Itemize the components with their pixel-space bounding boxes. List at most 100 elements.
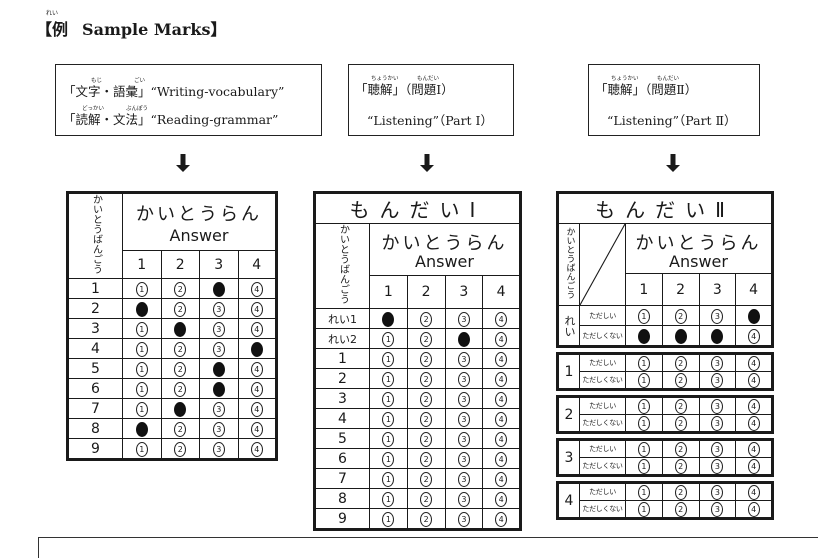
answer-bubble-1[interactable]: 1	[135, 402, 148, 417]
answer-bubble-3[interactable]: 3	[711, 309, 724, 324]
answer-bubble-4[interactable]: 4	[747, 329, 760, 344]
answer-bubble-1[interactable]: 1	[382, 492, 395, 507]
answer-bubble-2[interactable]: 2	[174, 342, 187, 357]
filled-bubble[interactable]: 4	[747, 309, 760, 324]
answer-bubble-2[interactable]: 2	[174, 362, 187, 377]
answer-bubble-4[interactable]: 4	[250, 282, 263, 297]
answer-bubble-2[interactable]: 2	[674, 459, 687, 474]
answer-bubble-1[interactable]: 1	[382, 372, 395, 387]
filled-bubble[interactable]: 2	[174, 402, 187, 417]
answer-bubble-3[interactable]: 3	[711, 356, 724, 371]
answer-bubble-4[interactable]: 4	[495, 432, 508, 447]
answer-bubble-2[interactable]: 2	[420, 312, 433, 327]
answer-bubble-2[interactable]: 2	[420, 412, 433, 427]
answer-bubble-1[interactable]: 1	[382, 452, 395, 467]
filled-bubble[interactable]: 1	[135, 422, 148, 437]
answer-bubble-3[interactable]: 3	[457, 512, 470, 527]
answer-bubble-3[interactable]: 3	[457, 312, 470, 327]
answer-bubble-3[interactable]: 3	[711, 459, 724, 474]
answer-bubble-1[interactable]: 1	[637, 459, 650, 474]
answer-bubble-2[interactable]: 2	[674, 485, 687, 500]
answer-bubble-3[interactable]: 3	[212, 402, 225, 417]
answer-bubble-3[interactable]: 3	[711, 373, 724, 388]
answer-bubble-3[interactable]: 3	[711, 502, 724, 517]
filled-bubble[interactable]: 4	[250, 342, 263, 357]
answer-bubble-3[interactable]: 3	[457, 432, 470, 447]
answer-bubble-1[interactable]: 1	[382, 352, 395, 367]
answer-bubble-3[interactable]: 3	[711, 416, 724, 431]
answer-bubble-4[interactable]: 4	[495, 412, 508, 427]
answer-bubble-4[interactable]: 4	[495, 312, 508, 327]
answer-bubble-2[interactable]: 2	[174, 422, 187, 437]
answer-bubble-2[interactable]: 2	[420, 372, 433, 387]
filled-bubble[interactable]: 3	[711, 329, 724, 344]
answer-bubble-3[interactable]: 3	[711, 399, 724, 414]
answer-bubble-4[interactable]: 4	[747, 373, 760, 388]
answer-bubble-3[interactable]: 3	[457, 492, 470, 507]
answer-bubble-4[interactable]: 4	[250, 442, 263, 457]
answer-bubble-3[interactable]: 3	[711, 485, 724, 500]
answer-bubble-4[interactable]: 4	[495, 512, 508, 527]
answer-bubble-3[interactable]: 3	[457, 452, 470, 467]
answer-bubble-1[interactable]: 1	[135, 282, 148, 297]
answer-bubble-4[interactable]: 4	[250, 322, 263, 337]
answer-bubble-4[interactable]: 4	[747, 459, 760, 474]
answer-bubble-1[interactable]: 1	[382, 472, 395, 487]
answer-bubble-1[interactable]: 1	[382, 512, 395, 527]
answer-bubble-2[interactable]: 2	[674, 309, 687, 324]
answer-bubble-4[interactable]: 4	[250, 382, 263, 397]
answer-bubble-1[interactable]: 1	[382, 332, 395, 347]
answer-bubble-2[interactable]: 2	[174, 282, 187, 297]
answer-bubble-1[interactable]: 1	[637, 416, 650, 431]
answer-bubble-2[interactable]: 2	[674, 399, 687, 414]
filled-bubble[interactable]: 3	[212, 362, 225, 377]
answer-bubble-4[interactable]: 4	[250, 402, 263, 417]
answer-bubble-4[interactable]: 4	[747, 442, 760, 457]
answer-bubble-1[interactable]: 1	[637, 485, 650, 500]
filled-bubble[interactable]: 3	[457, 332, 470, 347]
answer-bubble-2[interactable]: 2	[174, 442, 187, 457]
answer-bubble-3[interactable]: 3	[457, 352, 470, 367]
answer-bubble-1[interactable]: 1	[382, 432, 395, 447]
answer-bubble-4[interactable]: 4	[747, 485, 760, 500]
filled-bubble[interactable]: 2	[174, 322, 187, 337]
answer-bubble-1[interactable]: 1	[637, 373, 650, 388]
answer-bubble-2[interactable]: 2	[674, 373, 687, 388]
answer-bubble-3[interactable]: 3	[212, 422, 225, 437]
answer-bubble-4[interactable]: 4	[747, 502, 760, 517]
filled-bubble[interactable]: 2	[674, 329, 687, 344]
answer-bubble-1[interactable]: 1	[135, 442, 148, 457]
answer-bubble-1[interactable]: 1	[135, 322, 148, 337]
answer-bubble-1[interactable]: 1	[637, 442, 650, 457]
answer-bubble-3[interactable]: 3	[457, 472, 470, 487]
answer-bubble-2[interactable]: 2	[420, 352, 433, 367]
answer-bubble-3[interactable]: 3	[212, 442, 225, 457]
answer-bubble-4[interactable]: 4	[747, 356, 760, 371]
answer-bubble-3[interactable]: 3	[711, 442, 724, 457]
answer-bubble-2[interactable]: 2	[674, 356, 687, 371]
filled-bubble[interactable]: 1	[382, 312, 395, 327]
answer-bubble-4[interactable]: 4	[250, 362, 263, 377]
answer-bubble-1[interactable]: 1	[382, 412, 395, 427]
answer-bubble-4[interactable]: 4	[250, 422, 263, 437]
answer-bubble-4[interactable]: 4	[747, 416, 760, 431]
answer-bubble-4[interactable]: 4	[495, 352, 508, 367]
answer-bubble-4[interactable]: 4	[495, 492, 508, 507]
answer-bubble-1[interactable]: 1	[135, 382, 148, 397]
answer-bubble-3[interactable]: 3	[457, 372, 470, 387]
answer-bubble-2[interactable]: 2	[674, 416, 687, 431]
answer-bubble-2[interactable]: 2	[674, 442, 687, 457]
answer-bubble-2[interactable]: 2	[420, 432, 433, 447]
answer-bubble-2[interactable]: 2	[420, 332, 433, 347]
answer-bubble-1[interactable]: 1	[637, 502, 650, 517]
answer-bubble-3[interactable]: 3	[457, 392, 470, 407]
answer-bubble-3[interactable]: 3	[457, 412, 470, 427]
answer-bubble-4[interactable]: 4	[495, 372, 508, 387]
answer-bubble-1[interactable]: 1	[637, 356, 650, 371]
filled-bubble[interactable]: 3	[212, 382, 225, 397]
answer-bubble-2[interactable]: 2	[420, 452, 433, 467]
answer-bubble-2[interactable]: 2	[674, 502, 687, 517]
answer-bubble-3[interactable]: 3	[212, 342, 225, 357]
filled-bubble[interactable]: 1	[135, 302, 148, 317]
answer-bubble-1[interactable]: 1	[135, 342, 148, 357]
